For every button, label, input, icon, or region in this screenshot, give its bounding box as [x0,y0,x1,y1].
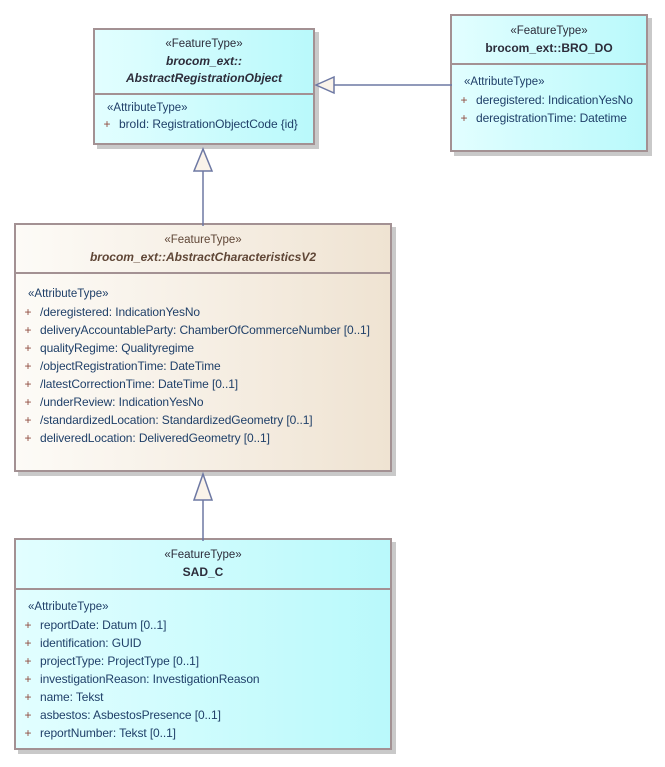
attribute-text: /underReview: IndicationYesNo [40,395,204,409]
visibility-plus: + [24,654,32,668]
attribute-row: + qualityRegime: Qualityregime [16,339,390,357]
attribute-stereotype: «AttributeType» [28,288,109,300]
visibility-plus: + [24,305,32,319]
attribute-stereotype: «AttributeType» [107,102,188,114]
attribute-row: + /objectRegistrationTime: DateTime [16,357,390,375]
attribute-row: + deliveredLocation: DeliveredGeometry [… [16,429,390,447]
generalization-sadc-to-characteristics[interactable] [189,471,219,541]
generalization-arrowhead-icon [192,471,214,501]
visibility-plus: + [24,636,32,650]
class-abstract-registration-object[interactable]: «FeatureType» brocom_ext:: AbstractRegis… [93,28,315,145]
visibility-plus: + [24,413,32,427]
attribute-text: investigationReason: InvestigationReason [40,672,260,686]
attribute-text: asbestos: AsbestosPresence [0..1] [40,708,221,722]
class-abstract-characteristics-v2[interactable]: «FeatureType» brocom_ext::AbstractCharac… [14,223,392,472]
attribute-compartment: «AttributeType» + broId: RegistrationObj… [95,95,313,143]
attribute-text: /latestCorrectionTime: DateTime [0..1] [40,377,239,391]
stereotype-label: «FeatureType» [510,24,588,37]
attribute-row: + reportNumber: Tekst [0..1] [16,724,390,742]
generalization-arrowhead-icon [314,75,335,95]
attribute-text: /objectRegistrationTime: DateTime [40,359,221,373]
attribute-text: deregistered: IndicationYesNo [476,93,633,107]
visibility-plus: + [24,359,32,373]
visibility-plus: + [103,117,111,131]
attribute-text: deregistrationTime: Datetime [476,111,627,125]
attribute-row: + reportDate: Datum [0..1] [16,616,390,634]
class-bro-do[interactable]: «FeatureType» brocom_ext::BRO_DO «Attrib… [450,14,648,152]
attribute-row: + deregistrationTime: Datetime [452,109,646,127]
class-header: «FeatureType» SAD_C [16,540,390,590]
visibility-plus: + [460,111,468,125]
attribute-text: identification: GUID [40,636,142,650]
attribute-text: broId: RegistrationObjectCode {id} [119,117,298,131]
attribute-row: + deregistered: IndicationYesNo [452,91,646,109]
attribute-stereotype: «AttributeType» [28,601,109,613]
visibility-plus: + [24,726,32,740]
attribute-row: + /standardizedLocation: StandardizedGeo… [16,411,390,429]
class-name: AbstractRegistrationObject [125,71,283,85]
attribute-text: /deregistered: IndicationYesNo [40,305,200,319]
visibility-plus: + [24,395,32,409]
visibility-plus: + [24,672,32,686]
attribute-row: + deliveryAccountableParty: ChamberOfCom… [16,321,390,339]
class-name: brocom_ext::BRO_DO [485,40,613,55]
attribute-row: + name: Tekst [16,688,390,706]
class-name: SAD_C [182,565,224,579]
attribute-text: qualityRegime: Qualityregime [40,341,194,355]
generalization-characteristics-to-abstractregistrationobject[interactable] [189,146,219,226]
class-header: «FeatureType» brocom_ext::BRO_DO [452,16,646,65]
attribute-text: reportNumber: Tekst [0..1] [40,726,176,740]
attribute-row: + /deregistered: IndicationYesNo [16,303,390,321]
attribute-row: + /latestCorrectionTime: DateTime [0..1] [16,375,390,393]
attribute-text: name: Tekst [40,690,104,704]
attribute-text: /standardizedLocation: StandardizedGeome… [40,413,313,427]
attribute-text: deliveredLocation: DeliveredGeometry [0.… [40,431,270,445]
attribute-row: + broId: RegistrationObjectCode {id} [95,116,313,132]
attribute-compartment: «AttributeType» + /deregistered: Indicat… [16,274,390,470]
generalization-arrowhead-icon [192,147,214,172]
stereotype-label: «FeatureType» [164,549,242,561]
class-header: «FeatureType» brocom_ext:: AbstractRegis… [95,30,313,95]
class-header: «FeatureType» brocom_ext::AbstractCharac… [16,225,390,274]
visibility-plus: + [24,618,32,632]
visibility-plus: + [24,341,32,355]
attribute-row: + /underReview: IndicationYesNo [16,393,390,411]
attribute-row: + identification: GUID [16,634,390,652]
attribute-compartment: «AttributeType» + deregistered: Indicati… [452,65,646,150]
stereotype-label: «FeatureType» [164,233,242,246]
attribute-compartment: «AttributeType» + reportDate: Datum [0..… [16,590,390,748]
class-name: brocom_ext::AbstractCharacteristicsV2 [89,249,317,264]
attribute-stereotype: «AttributeType» [464,76,545,88]
stereotype-label: «FeatureType» [165,38,243,50]
class-sad-c[interactable]: «FeatureType» SAD_C «AttributeType» + re… [14,538,392,750]
attribute-text: deliveryAccountableParty: ChamberOfComme… [40,323,370,337]
visibility-plus: + [24,708,32,722]
visibility-plus: + [24,323,32,337]
attribute-text: projectType: ProjectType [0..1] [40,654,199,668]
visibility-plus: + [24,431,32,445]
attribute-row: + asbestos: AsbestosPresence [0..1] [16,706,390,724]
class-name: brocom_ext:: [165,54,242,68]
visibility-plus: + [24,690,32,704]
visibility-plus: + [460,93,468,107]
generalization-brodo-to-abstractregistrationobject[interactable] [313,70,453,100]
attribute-row: + investigationReason: InvestigationReas… [16,670,390,688]
attribute-text: reportDate: Datum [0..1] [40,618,167,632]
attribute-row: + projectType: ProjectType [0..1] [16,652,390,670]
visibility-plus: + [24,377,32,391]
